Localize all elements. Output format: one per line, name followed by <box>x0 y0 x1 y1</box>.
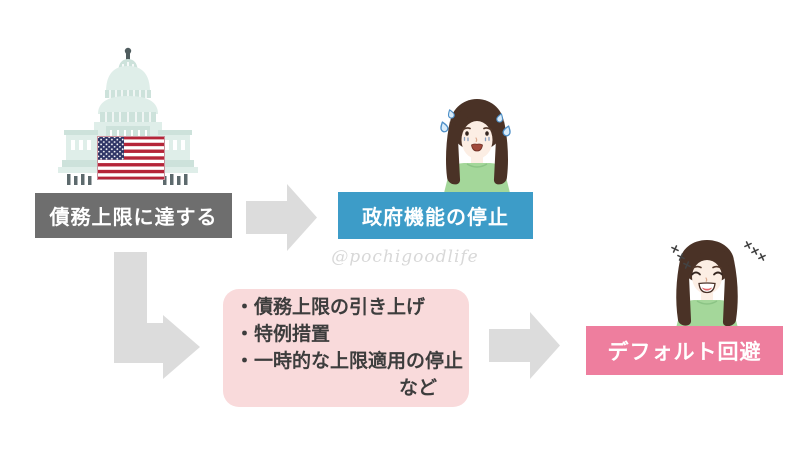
shutdown-box-label: 政府機能の停止 <box>362 207 509 229</box>
watermark: @pochigoodlife <box>331 247 479 267</box>
measure-item: ・特例措置 <box>235 324 331 345</box>
worried-woman-icon <box>440 99 511 193</box>
us-flag-icon <box>97 136 165 180</box>
arrow-down-right-icon <box>114 252 200 379</box>
avoid-box-label: デフォルト回避 <box>607 340 762 364</box>
measures-box: ・債務上限の引き上げ ・特例措置 ・一時的な上限適用の停止 など <box>223 289 469 407</box>
relieved-woman-icon <box>671 240 766 328</box>
shutdown-box: 政府機能の停止 <box>338 192 533 239</box>
start-box-label: 債務上限に達する <box>49 207 218 229</box>
arrow-right-icon <box>246 184 317 251</box>
measure-item: ・債務上限の引き上げ <box>235 297 426 318</box>
measures-footer: など <box>398 378 437 399</box>
measure-item: ・一時的な上限適用の停止 <box>235 351 464 372</box>
avoid-box: デフォルト回避 <box>586 326 783 375</box>
start-box: 債務上限に達する <box>35 193 232 238</box>
arrow-right-icon <box>489 312 560 379</box>
